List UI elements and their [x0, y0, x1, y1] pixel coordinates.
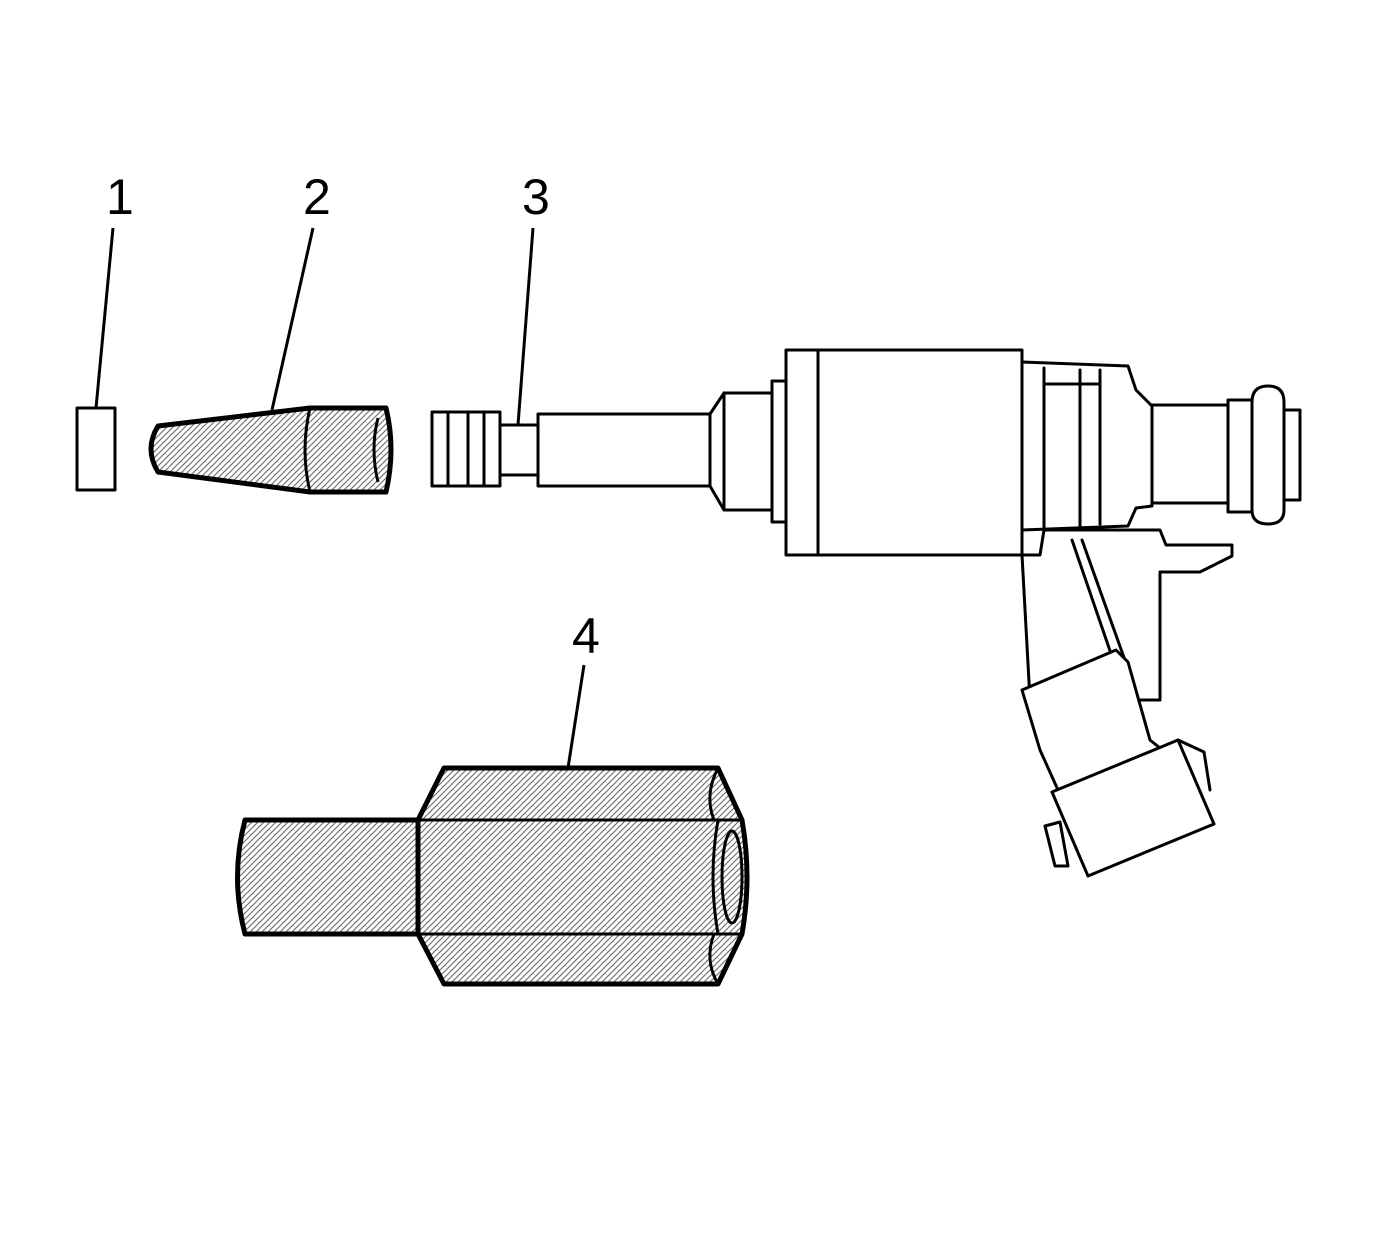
leader-line-1: [94, 227, 115, 409]
callout-labels: 1 2 3 4: [106, 169, 600, 664]
part-4-hex-adapter: [235, 765, 750, 987]
part-3-fuel-injector: [430, 348, 1302, 878]
callout-3: 3: [522, 169, 550, 225]
leader-line-3: [516, 227, 535, 426]
callout-4: 4: [572, 608, 600, 664]
leader-line-4: [566, 664, 586, 769]
callout-2: 2: [303, 169, 331, 225]
leader-line-2: [270, 227, 315, 411]
part-1-seal: [75, 406, 117, 492]
part-2-cone-sleeve: [148, 405, 394, 495]
callout-1: 1: [106, 169, 134, 225]
leader-lines: [94, 227, 586, 769]
